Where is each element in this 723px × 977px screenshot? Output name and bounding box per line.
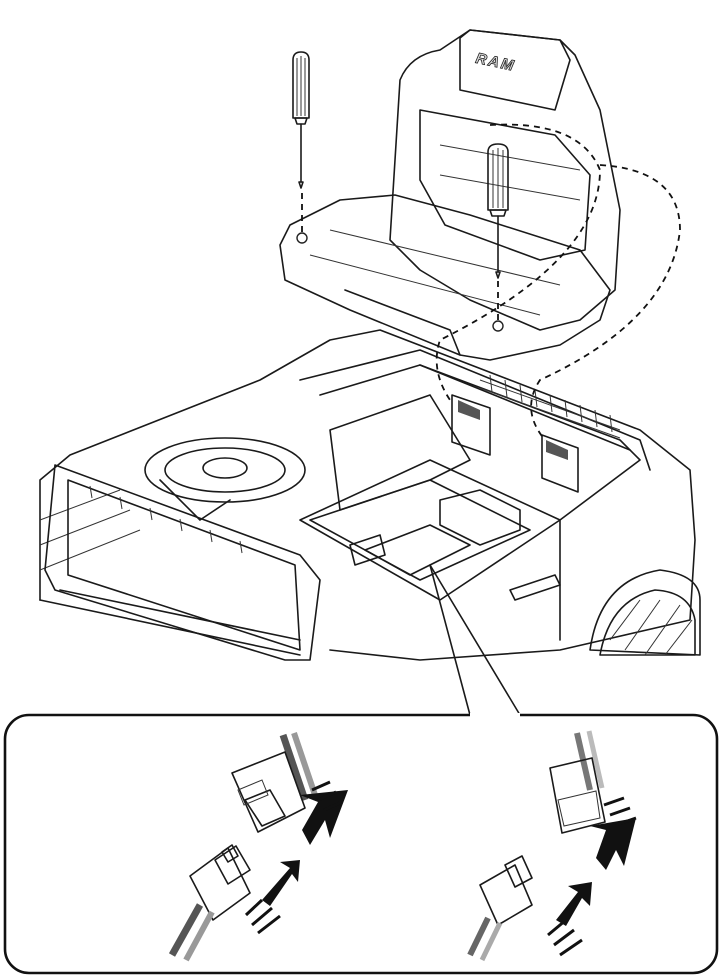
rear-wheel xyxy=(589,569,701,656)
arrow-icon xyxy=(547,882,592,957)
arrow-icon xyxy=(300,780,348,845)
seat-mount-slot-right xyxy=(541,434,579,493)
seat-logo: RAM xyxy=(474,50,517,75)
seat-mount-slot-left xyxy=(451,394,491,456)
connector-icon xyxy=(467,730,606,962)
callout-line-right xyxy=(429,564,521,716)
screwdriver-icon xyxy=(487,143,509,279)
arrow-icon xyxy=(244,860,300,935)
screwdriver-icon xyxy=(292,51,310,189)
connector-icon xyxy=(168,732,319,962)
body-vents xyxy=(479,374,621,439)
steering-wheel xyxy=(144,437,306,521)
door-handle xyxy=(509,574,561,601)
callout-line-left xyxy=(429,564,471,716)
arrow-icon xyxy=(590,796,637,870)
seat-guide-dashes xyxy=(301,123,681,441)
connector-detail-callout xyxy=(3,713,719,975)
dashboard-panel xyxy=(44,464,321,661)
electrical-compartment xyxy=(309,479,531,581)
vehicle-body xyxy=(39,329,696,661)
seat: RAM xyxy=(279,29,621,361)
